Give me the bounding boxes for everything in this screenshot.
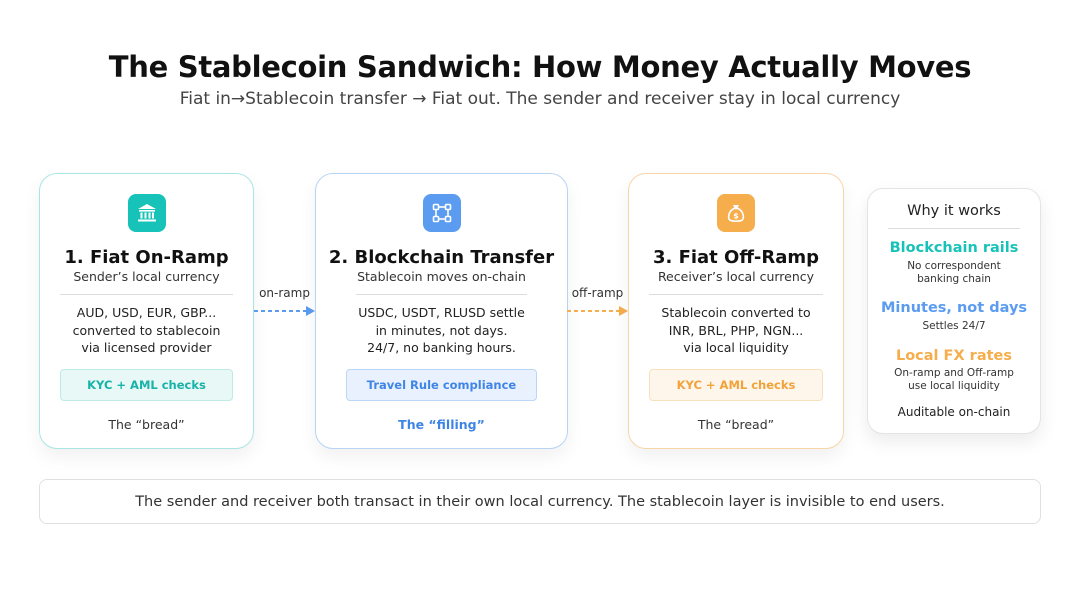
card-body-line: via licensed provider: [81, 340, 212, 355]
card-body: USDC, USDT, RLUSD settle in minutes, not…: [326, 304, 557, 357]
card-body-line: converted to stablecoin: [72, 322, 221, 338]
card-title: 2. Blockchain Transfer: [328, 247, 555, 268]
reason-desc-line: No correspondent: [907, 260, 1001, 272]
card-body-line: in minutes, not days.: [375, 322, 508, 338]
reason-desc-line: use local liquidity: [908, 379, 1000, 392]
card-footer: The “bread”: [108, 417, 185, 432]
arrow-label: on-ramp: [259, 286, 310, 300]
money-bag-icon: $: [717, 194, 755, 232]
bottom-note: The sender and receiver both transact in…: [39, 479, 1041, 524]
panel-divider: [888, 228, 1020, 229]
card-divider: [356, 294, 527, 295]
reason-desc: Settles 24/7: [874, 320, 1034, 333]
fiat-on-ramp-card: 1. Fiat On-Ramp Sender’s local currency …: [39, 173, 254, 449]
card-body-line: INR, BRL, PHP, NGN...: [668, 322, 804, 338]
reason-desc: No correspondent banking chain: [874, 260, 1034, 285]
card-body: Stablecoin converted to INR, BRL, PHP, N…: [639, 304, 833, 357]
card-body-line: USDC, USDT, RLUSD settle: [358, 305, 525, 320]
card-footer: The “filling”: [398, 417, 485, 432]
reason-desc-line: Settles 24/7: [922, 320, 986, 332]
arrow-label: off-ramp: [571, 286, 624, 300]
card-divider: [60, 294, 233, 295]
panel-footer: Auditable on-chain: [897, 405, 1011, 419]
bank-icon: [127, 194, 166, 232]
reason-heading: Minutes, not days: [880, 300, 1028, 316]
reason-heading: Local FX rates: [895, 348, 1013, 364]
reason-desc: On-ramp and Off-ramp use local liquidity: [874, 367, 1034, 392]
compliance-badge: KYC + AML checks: [649, 369, 823, 401]
card-subtitle: Receiver’s local currency: [657, 269, 815, 284]
compliance-badge: Travel Rule compliance: [346, 369, 537, 401]
card-body-line: 24/7, no banking hours.: [367, 340, 516, 355]
card-subtitle: Sender’s local currency: [73, 269, 220, 284]
card-body-line: via local liquidity: [683, 340, 789, 355]
why-it-works-panel: Why it works Blockchain rails No corresp…: [867, 188, 1041, 434]
page-subtitle: Fiat in→Stablecoin transfer → Fiat out. …: [179, 89, 901, 109]
card-footer: The “bread”: [697, 417, 775, 432]
blockchain-transfer-card: 2. Blockchain Transfer Stablecoin moves …: [315, 173, 568, 449]
panel-title: Why it works: [907, 203, 1001, 219]
card-divider: [649, 294, 823, 295]
page-title: The Stablecoin Sandwich: How Money Actua…: [108, 50, 972, 84]
network-nodes-icon: [422, 194, 461, 232]
card-body-line: Stablecoin converted to: [661, 305, 811, 320]
card-body: AUD, USD, EUR, GBP... converted to stabl…: [50, 304, 243, 357]
card-subtitle: Stablecoin moves on-chain: [357, 269, 526, 284]
card-title: 1. Fiat On-Ramp: [64, 247, 229, 268]
reason-desc-line: On-ramp and Off-ramp: [894, 367, 1014, 379]
fiat-off-ramp-card: $ 3. Fiat Off-Ramp Receiver’s local curr…: [628, 173, 844, 449]
reason-desc-line: banking chain: [917, 272, 991, 285]
svg-text:$: $: [733, 212, 739, 221]
compliance-badge: KYC + AML checks: [60, 369, 233, 401]
card-body-line: AUD, USD, EUR, GBP...: [76, 305, 217, 320]
card-title: 3. Fiat Off-Ramp: [652, 247, 820, 268]
reason-heading: Blockchain rails: [889, 240, 1019, 256]
